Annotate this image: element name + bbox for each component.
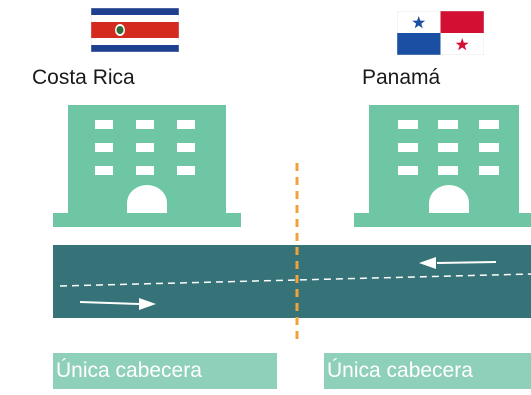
arrow-icon [419,257,497,269]
costa-rica-flag-icon [91,8,179,52]
lane-divider [59,273,531,287]
building-icon [53,105,241,227]
header-label-left: Única cabecera [56,359,202,382]
header-box-right: Única cabecera [324,353,531,389]
header-box-left: Única cabecera [53,353,277,389]
road-surface [53,245,531,318]
panama-flag-icon [397,11,484,55]
header-label-right: Única cabecera [327,359,473,382]
building-icon [354,105,531,227]
country-label-costa-rica: Costa Rica [32,66,135,89]
arrow-icon [79,298,156,310]
country-label-panama: Panamá [362,66,441,89]
